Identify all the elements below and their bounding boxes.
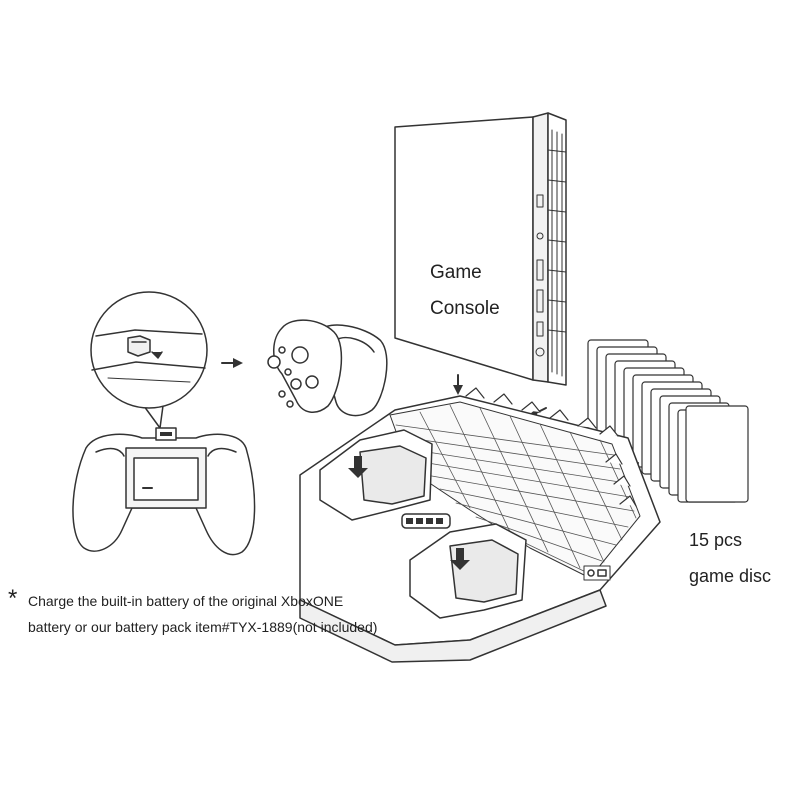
cooling-stand <box>299 387 661 663</box>
note-line-1: Charge the built-in battery of the origi… <box>28 593 344 609</box>
controller-icon <box>72 427 256 556</box>
console-label-line2: Console <box>430 298 500 319</box>
note-line-2: battery or our battery pack item#TYX-188… <box>28 619 378 635</box>
docked-controllers <box>267 319 388 417</box>
asterisk-icon: * <box>8 585 18 612</box>
game-disc-stack <box>587 339 749 503</box>
battery-door-zoom-inset <box>90 291 208 429</box>
console-label-line1: Game <box>430 262 482 283</box>
disc-name-label: game disc <box>689 566 772 586</box>
game-console <box>394 112 567 386</box>
disc-count-label: 15 pcs <box>689 530 743 550</box>
